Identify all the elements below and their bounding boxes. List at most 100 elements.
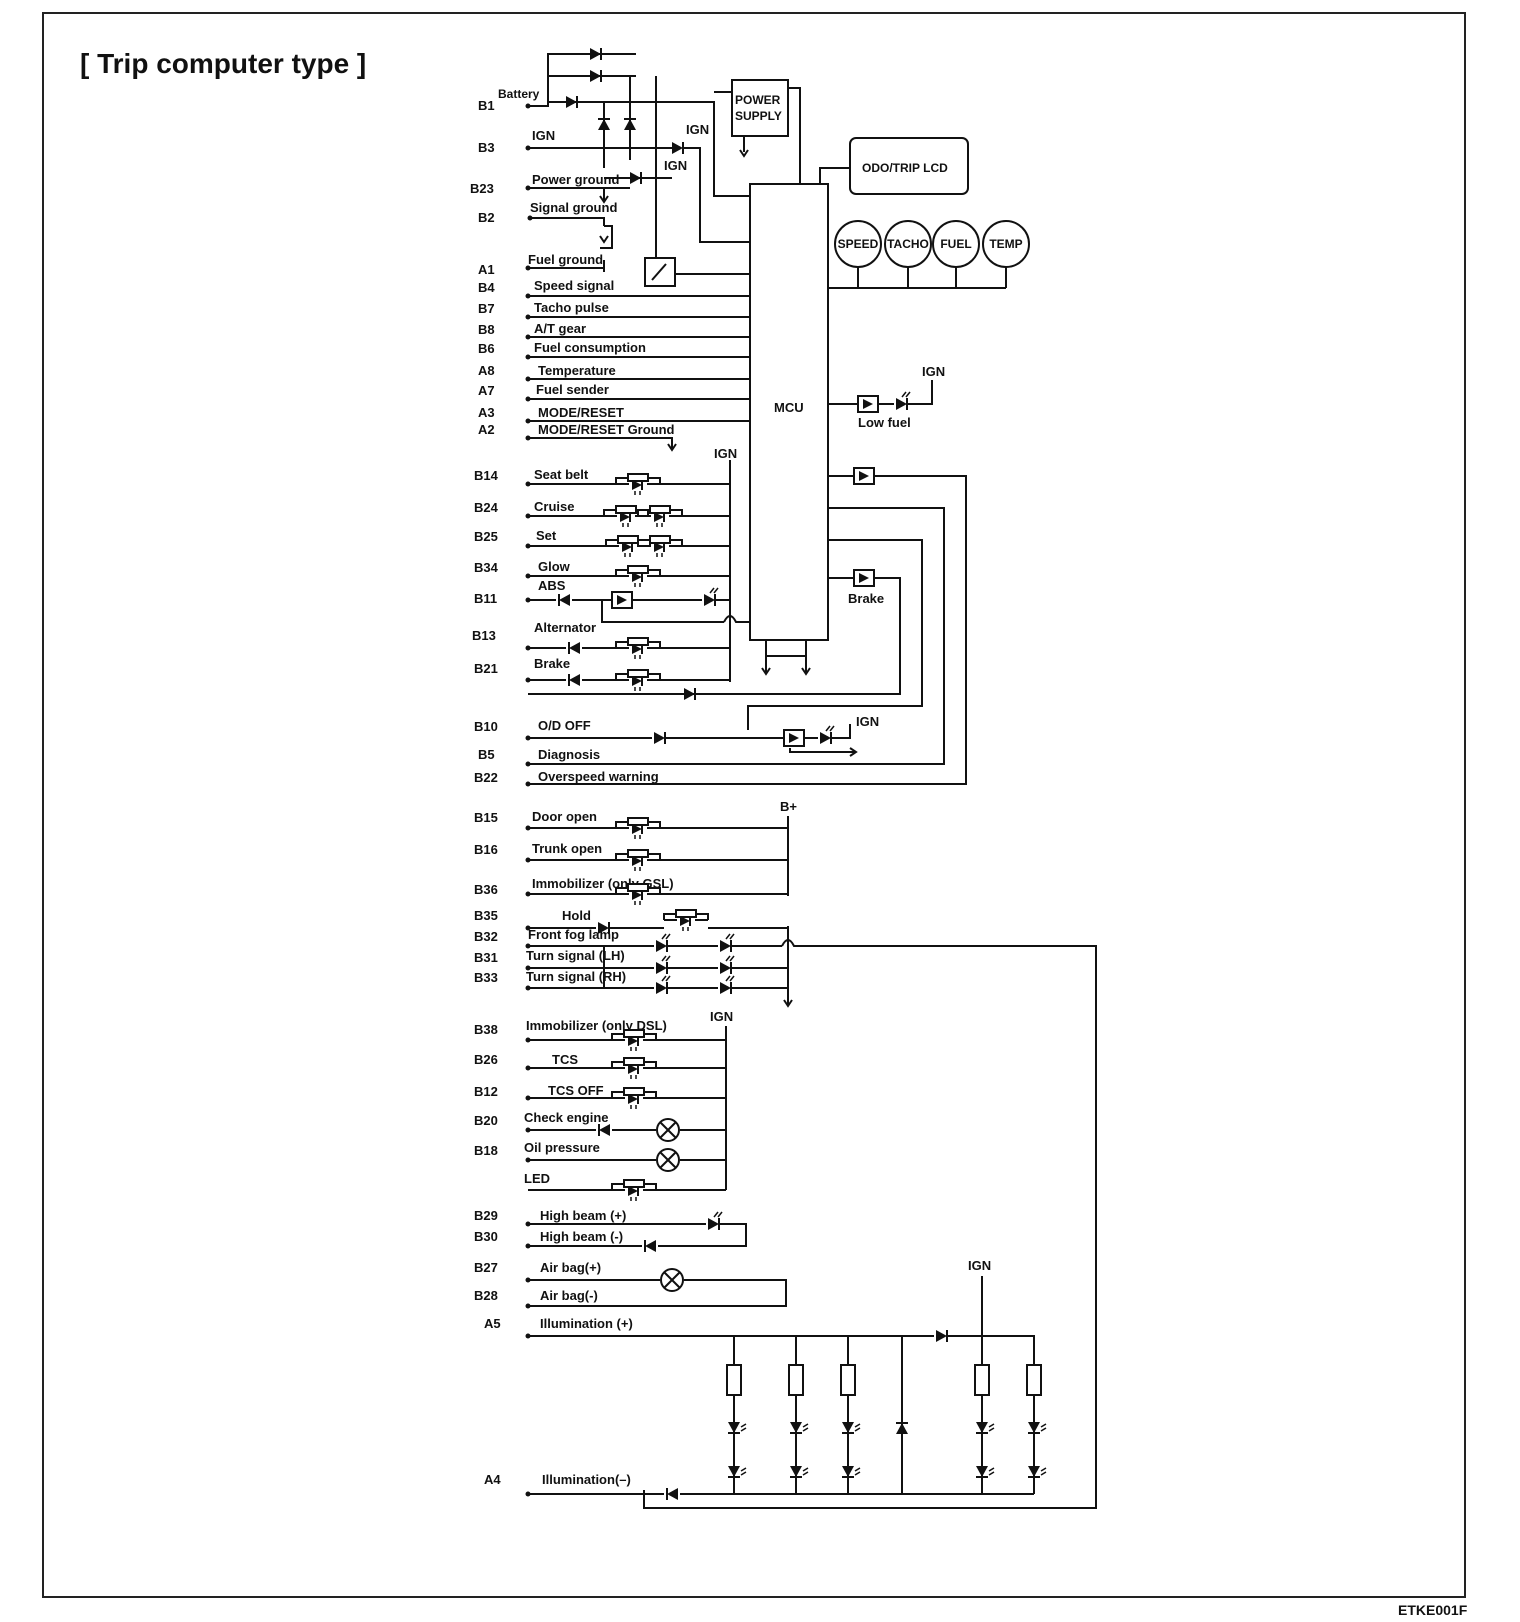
- net-labels: IGN IGN IGN IGN IGN IGN IGN Low fuel Bra…: [664, 122, 991, 1273]
- signal-label: MODE/RESET Ground: [538, 422, 675, 437]
- signal-label: ABS: [538, 578, 566, 593]
- pin-label: B23: [470, 181, 494, 196]
- fuel-gauge: FUEL: [932, 220, 980, 268]
- battery-label: Battery: [498, 87, 540, 101]
- pin-wires: [528, 147, 750, 452]
- pin-label: B27: [474, 1260, 498, 1275]
- diagram-title: [ Trip computer type ]: [80, 48, 367, 79]
- pin-label: B20: [474, 1113, 498, 1128]
- pin-label: B30: [474, 1229, 498, 1244]
- pin-label: B3: [478, 140, 495, 155]
- signal-label: Air bag(+): [540, 1260, 601, 1275]
- diagram-frame: [42, 12, 1466, 1598]
- speed-gauge: SPEED: [834, 220, 882, 268]
- gauge-label: TEMP: [989, 237, 1022, 251]
- terminal-dots: [525, 103, 533, 1497]
- pin-label: B25: [474, 529, 498, 544]
- pin-label: B38: [474, 1022, 498, 1037]
- pin-label: B18: [474, 1143, 498, 1158]
- pin-label: A7: [478, 383, 495, 398]
- signal-label: A/T gear: [534, 321, 586, 336]
- indicators-ign-group2: [528, 1026, 727, 1202]
- signal-label: Immobilizer (only DSL): [526, 1018, 667, 1033]
- pin-label: B12: [474, 1084, 498, 1099]
- tacho-gauge: TACHO: [884, 220, 932, 268]
- ign-label: IGN: [710, 1009, 733, 1024]
- signal-label: Signal ground: [530, 200, 617, 215]
- brake-label: Brake: [848, 591, 884, 606]
- signal-label: TCS: [552, 1052, 578, 1067]
- signal-label: Turn signal (RH): [526, 969, 626, 984]
- pin-label: B36: [474, 882, 498, 897]
- pin-label: B15: [474, 810, 498, 825]
- pin-label: B34: [474, 560, 499, 575]
- signal-label: Door open: [532, 809, 597, 824]
- gauge-label: SPEED: [838, 237, 879, 251]
- signal-label: Overspeed warning: [538, 769, 659, 784]
- signal-label: Illumination(–): [542, 1472, 631, 1487]
- pin-label: B24: [474, 500, 499, 515]
- signal-label: Fuel sender: [536, 382, 609, 397]
- pin-label: B28: [474, 1288, 498, 1303]
- lcd-label: ODO/TRIP LCD: [862, 161, 948, 175]
- b-plus-label: B+: [780, 799, 797, 814]
- power-supply-label: POWER: [735, 93, 781, 107]
- pin-label: B33: [474, 970, 498, 985]
- ign-label: IGN: [968, 1258, 991, 1273]
- high-beam-circuit: [528, 1211, 747, 1253]
- signal-label: Temperature: [538, 363, 616, 378]
- signal-label: Turn signal (LH): [526, 948, 625, 963]
- indicators-bplus-group: [528, 816, 789, 906]
- pin-label: B29: [474, 1208, 498, 1223]
- hold-fog-turn-group: [528, 909, 1097, 1509]
- signal-label: Fuel ground: [528, 252, 603, 267]
- signal-label: O/D OFF: [538, 718, 591, 733]
- power-supply-label: SUPPLY: [735, 109, 782, 123]
- pin-label: B6: [478, 341, 495, 356]
- pin-label: B11: [474, 591, 497, 606]
- pin-label: B32: [474, 929, 498, 944]
- ign-label: IGN: [922, 364, 945, 379]
- pin-labels: B1 B3 B23 B2 A1 B4 B7 B8 B6 A8 A7 A3 A2 …: [470, 98, 501, 1487]
- pin-label: A4: [484, 1472, 501, 1487]
- figure-code: ETKE001F: [1398, 1602, 1468, 1618]
- pin-label: A1: [478, 262, 495, 277]
- signal-label: Front fog lamp: [528, 927, 619, 942]
- signal-label: IGN: [532, 128, 555, 143]
- pin-label: B5: [478, 747, 495, 762]
- pin-label: B31: [474, 950, 498, 965]
- signal-label: High beam (-): [540, 1229, 623, 1244]
- pin-label: B8: [478, 322, 495, 337]
- pin-label: A3: [478, 405, 495, 420]
- air-bag-circuit: [528, 1268, 787, 1307]
- pin-label: B1: [478, 98, 495, 113]
- ign-label: IGN: [686, 122, 709, 137]
- signal-label: TCS OFF: [548, 1083, 604, 1098]
- mcu-outputs: [528, 380, 967, 785]
- gauge-label: TACHO: [887, 237, 929, 251]
- indicators-ign-group1: [528, 460, 750, 701]
- signal-label: LED: [524, 1171, 550, 1186]
- pin-label: B13: [472, 628, 496, 643]
- gauges: SPEED TACHO FUEL TEMP: [828, 220, 1030, 289]
- pin-label: B35: [474, 908, 498, 923]
- signal-label: Diagnosis: [538, 747, 600, 762]
- signal-label: Oil pressure: [524, 1140, 600, 1155]
- pin-label: B2: [478, 210, 495, 225]
- mcu-block: MCU: [749, 183, 829, 676]
- pin-label: B7: [478, 301, 495, 316]
- lcd-block: ODO/TRIP LCD: [819, 137, 969, 195]
- signal-label: Check engine: [524, 1110, 609, 1125]
- signal-label: Seat belt: [534, 467, 589, 482]
- signal-label: Fuel consumption: [534, 340, 646, 355]
- power-supply-block: POWER SUPPLY: [714, 79, 801, 184]
- signal-label: High beam (+): [540, 1208, 626, 1223]
- signal-label: Speed signal: [534, 278, 614, 293]
- pin-label: B16: [474, 842, 498, 857]
- pin-label: B10: [474, 719, 498, 734]
- signal-label: MODE/RESET: [538, 405, 624, 420]
- pin-label: B22: [474, 770, 498, 785]
- battery-section: [528, 47, 750, 287]
- temp-gauge: TEMP: [982, 220, 1030, 268]
